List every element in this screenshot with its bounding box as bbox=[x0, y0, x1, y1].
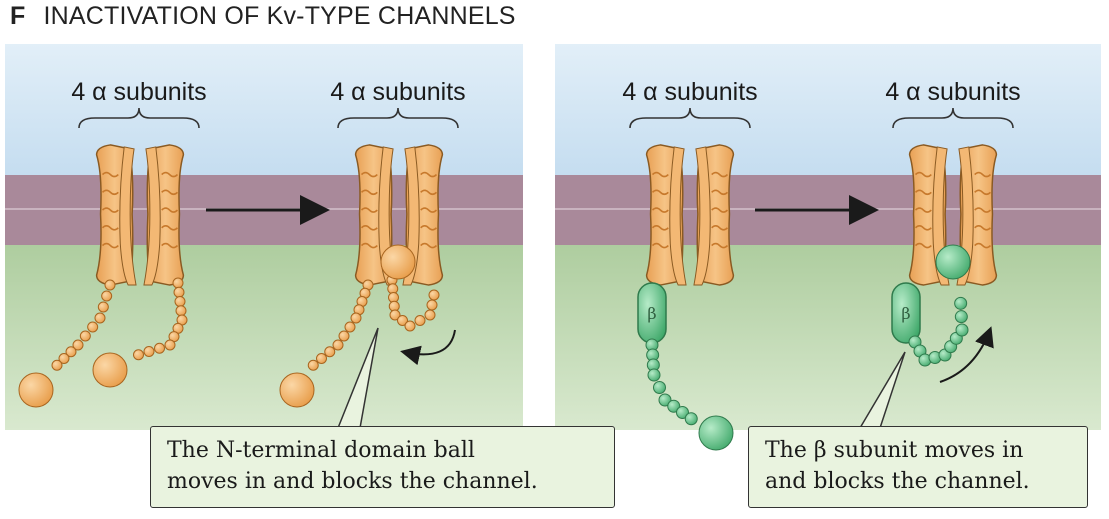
inactivation-ball bbox=[92, 352, 128, 388]
beta-label: β bbox=[647, 304, 656, 323]
chain-bead bbox=[173, 286, 185, 298]
chain-bead bbox=[676, 406, 689, 419]
chain-bead bbox=[658, 393, 672, 407]
chain-bead bbox=[72, 339, 84, 351]
chain-bead bbox=[424, 309, 436, 321]
chain-bead bbox=[667, 399, 681, 413]
panel-title: INACTIVATION OF Kv-TYPE CHANNELS bbox=[43, 2, 516, 30]
beta-subunit bbox=[891, 282, 921, 344]
subunit-brace bbox=[629, 107, 751, 129]
panel-letter: F bbox=[10, 2, 26, 30]
movement-arrow bbox=[939, 326, 994, 383]
inactivation-ball bbox=[279, 372, 315, 408]
chain-bead bbox=[389, 309, 401, 321]
chain-bead bbox=[954, 310, 968, 324]
subunit-label: 4 α subunits bbox=[330, 78, 465, 106]
subunit-label: 4 α subunits bbox=[71, 78, 206, 106]
inactivation-ball bbox=[18, 372, 54, 408]
movement-arrow bbox=[400, 329, 456, 366]
chain-bead bbox=[133, 349, 144, 361]
chain-bead bbox=[426, 299, 438, 311]
chain-bead bbox=[647, 368, 661, 382]
chain-bead bbox=[332, 339, 344, 351]
beta-ball bbox=[698, 415, 734, 451]
callout-left: The N-terminal domain ball moves in and … bbox=[150, 426, 615, 508]
callout-pointer bbox=[859, 351, 906, 429]
chain-bead bbox=[172, 277, 184, 289]
chain-bead bbox=[164, 339, 176, 351]
chain-bead bbox=[414, 315, 426, 326]
callout-pointer bbox=[337, 327, 379, 429]
chain-bead bbox=[324, 346, 336, 358]
chain-bead bbox=[94, 312, 106, 324]
chain-bead bbox=[101, 290, 113, 302]
chain-bead bbox=[955, 323, 969, 337]
chain-bead bbox=[51, 359, 63, 371]
subunit-brace bbox=[78, 107, 200, 129]
chain-bead bbox=[104, 279, 116, 291]
chain-bead bbox=[97, 301, 109, 313]
chain-bead bbox=[143, 346, 155, 357]
chain-bead bbox=[87, 321, 99, 333]
chain-bead bbox=[653, 381, 666, 394]
chain-bead bbox=[350, 312, 362, 324]
chain-bead bbox=[175, 305, 187, 317]
chain-bead bbox=[316, 353, 327, 364]
chain-bead bbox=[404, 320, 416, 332]
figure-title: F INACTIVATION OF Kv-TYPE CHANNELS bbox=[10, 2, 516, 31]
chain-bead bbox=[428, 289, 440, 301]
extracellular-region bbox=[5, 44, 523, 175]
callout-right: The β subunit moves in and blocks the ch… bbox=[748, 426, 1088, 508]
beta-ball bbox=[935, 244, 971, 280]
chain-bead bbox=[338, 330, 350, 342]
subunit-brace bbox=[892, 107, 1014, 129]
subunit-label: 4 α subunits bbox=[622, 78, 757, 106]
subunit-brace bbox=[337, 107, 459, 129]
chain-bead bbox=[174, 296, 186, 307]
beta-label: β bbox=[901, 304, 910, 323]
chain-bead bbox=[154, 342, 165, 354]
chain-bead bbox=[684, 412, 698, 426]
chain-bead bbox=[65, 346, 77, 358]
subunit-label: 4 α subunits bbox=[885, 78, 1020, 106]
extracellular-region bbox=[555, 44, 1101, 175]
chain-bead bbox=[954, 296, 968, 310]
chain-bead bbox=[307, 359, 319, 371]
inactivation-ball bbox=[380, 244, 416, 280]
chain-bead bbox=[79, 330, 91, 342]
chain-bead bbox=[344, 321, 356, 333]
chain-bead bbox=[58, 353, 70, 364]
intracellular-region bbox=[555, 245, 1101, 430]
subunit-label-group: 4 α subunits 4 α subunits 4 α subunits 4… bbox=[71, 78, 1021, 129]
chain-bead bbox=[397, 315, 408, 326]
